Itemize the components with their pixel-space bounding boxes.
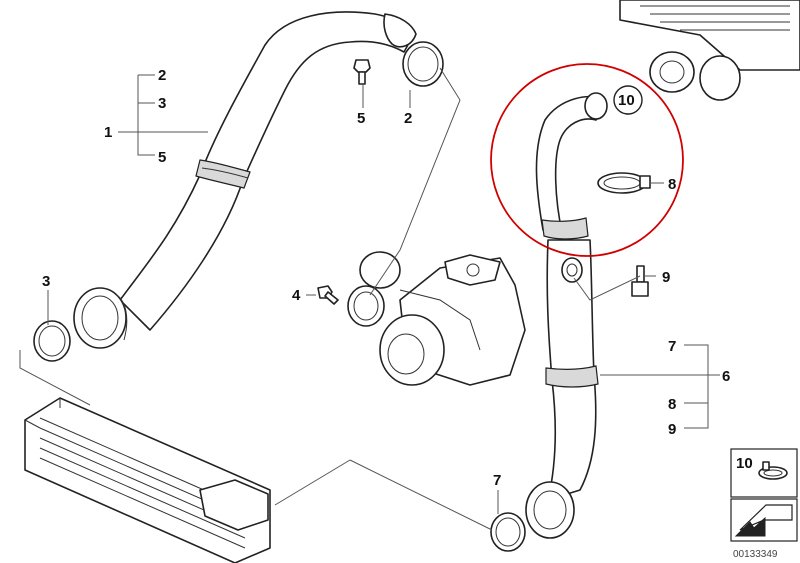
callout-4: 4: [292, 287, 301, 304]
callout-3-seal: 3: [42, 273, 50, 290]
callout-7-group: 7: [668, 338, 676, 355]
seal-ring-upper: [402, 41, 444, 87]
leader-lines: [19, 67, 720, 531]
legend-box: 10: [730, 448, 798, 542]
callout-2-upper-left: 2: [158, 67, 166, 84]
plate-icon: [739, 504, 793, 531]
charge-pipe-highlighted: [535, 92, 608, 240]
hose-clamp-upper: [597, 172, 651, 194]
callout-8-upper: 8: [668, 176, 676, 193]
intercooler: [24, 397, 271, 563]
document-id: 00133349: [733, 549, 778, 560]
callout-10: 10: [618, 92, 635, 109]
callout-7-seal: 7: [493, 472, 501, 489]
arrow-icon: [734, 516, 766, 537]
charge-air-hose-upper: [73, 11, 417, 349]
callout-5-upper-left: 5: [158, 149, 166, 166]
callout-3-upper-left: 3: [158, 95, 166, 112]
turbocharger: [359, 251, 526, 386]
callout-5-bolt: 5: [357, 110, 365, 127]
callout-9-sensor: 9: [662, 269, 670, 286]
seal-ring-turbo: [347, 285, 385, 327]
legend-callout-10: 10: [736, 455, 753, 472]
seal-ring-left: [33, 320, 71, 362]
pressure-sensor: [631, 265, 649, 297]
callout-10-circle: [613, 85, 643, 115]
highlight-circle: [490, 63, 684, 257]
seal-ring-lower: [490, 512, 526, 552]
callout-8-group: 8: [668, 396, 676, 413]
callout-1: 1: [104, 124, 112, 141]
callout-6: 6: [722, 368, 730, 385]
charge-pipe-lower: [525, 239, 599, 539]
engine-section: [619, 0, 800, 101]
bolt-upper: [353, 59, 371, 85]
callout-2-seal: 2: [404, 110, 412, 127]
callout-9-group: 9: [668, 421, 676, 438]
bolt-left: [317, 285, 339, 305]
